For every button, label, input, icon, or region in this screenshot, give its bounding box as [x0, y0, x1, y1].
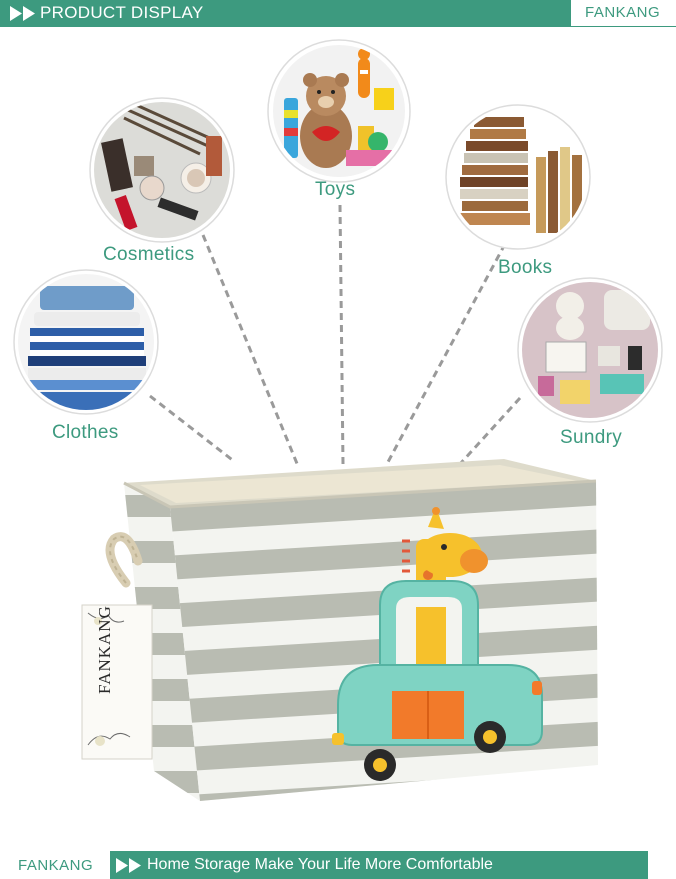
bottom-slogan-band: Home Storage Make Your Life More Comfort… — [110, 851, 648, 879]
clothes-image — [13, 269, 159, 415]
bottom-brand-name: FANKANG — [18, 857, 94, 874]
top-brand-box: FANKANG — [571, 0, 676, 27]
sundry-label: Sundry — [560, 427, 623, 448]
bottom-banner: FANKANG Home Storage Make Your Life More… — [0, 851, 676, 879]
rope-handle — [105, 532, 143, 588]
top-banner: PRODUCT DISPLAY FANKANG — [0, 0, 676, 27]
brand-name: FANKANG — [585, 4, 661, 21]
bottom-brand-box: FANKANG — [0, 851, 110, 879]
sundry-image — [517, 277, 663, 423]
tag-brand-text: FANKANG — [95, 605, 114, 694]
slogan-text: Home Storage Make Your Life More Comfort… — [147, 856, 493, 873]
cosmetics-image — [89, 97, 235, 243]
top-title-band: PRODUCT DISPLAY — [0, 0, 571, 27]
toys-image — [267, 39, 411, 183]
clothes-label: Clothes — [52, 422, 119, 443]
toys-label: Toys — [315, 179, 356, 200]
giraffe-car-appliqué — [332, 507, 543, 781]
hang-tag — [81, 604, 153, 760]
double-arrow-icon — [116, 858, 141, 873]
cosmetics-label: Cosmetics — [103, 244, 195, 265]
page-title: PRODUCT DISPLAY — [40, 3, 204, 22]
books-image — [445, 104, 591, 250]
double-arrow-icon — [10, 6, 35, 21]
books-label: Books — [498, 257, 553, 278]
storage-basket — [81, 459, 598, 801]
